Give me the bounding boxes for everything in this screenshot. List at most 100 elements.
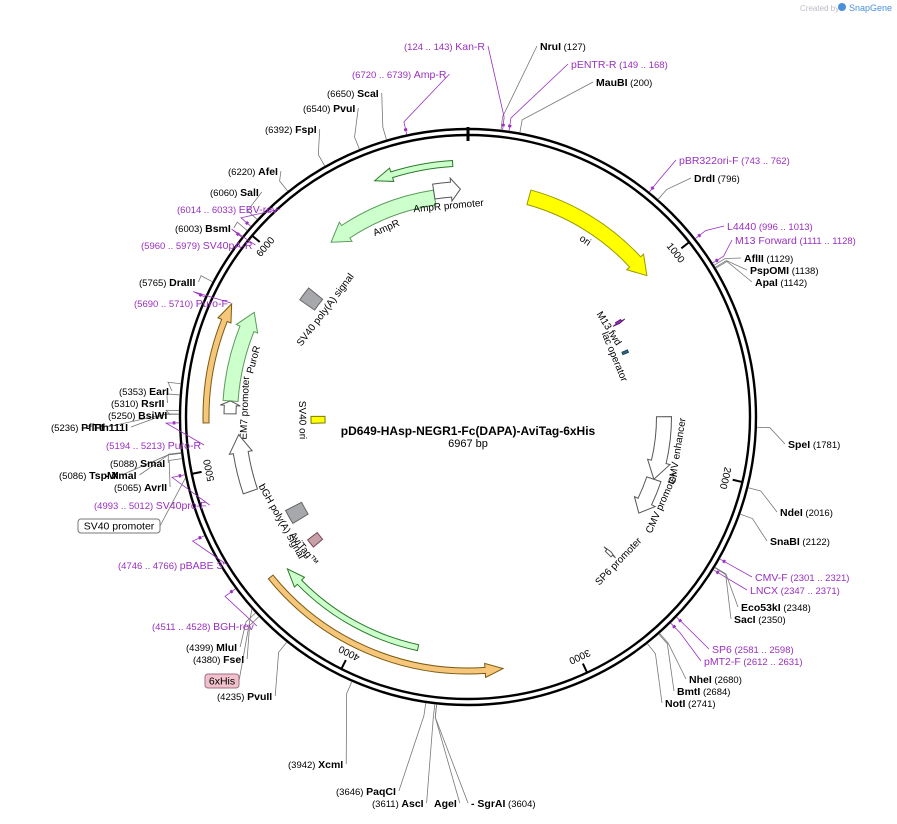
leader-line: [198, 275, 213, 283]
tick-label: 2000: [717, 466, 733, 491]
tspmi-name: (5086) TspMI: [59, 470, 119, 482]
bsiwi-site-label: (5250) BsiWI: [108, 410, 167, 422]
sp6-site-label: SP6 (2581 .. 2598): [712, 644, 794, 656]
leader-line: [756, 426, 786, 445]
saci-position: (2350): [756, 615, 786, 626]
puro-r-position: (5194 .. 5213): [106, 441, 168, 452]
lac-operator-shape: [621, 349, 630, 356]
leader-line: [246, 616, 260, 660]
leader-line: [500, 45, 538, 130]
primer-bind-mark: [715, 570, 720, 575]
bgh-rev-position: (4511 .. 4528): [152, 622, 213, 633]
puro-f-position: (5690 .. 5710): [134, 299, 196, 310]
leader-line: [659, 633, 687, 680]
sv40-poly-a-signal-feature: SV40 poly(A) signal: [295, 272, 357, 349]
bmti-site-label: BmtI (2684): [677, 686, 730, 698]
ampr-feature: AmpR: [330, 189, 437, 243]
bsiwi-name: (5250) BsiWI: [108, 410, 167, 422]
cmv-promoter-feature: CMV promoter: [633, 471, 681, 535]
maubi-position: (200): [628, 78, 653, 89]
leader-line: [657, 177, 692, 200]
primer-bind-mark: [650, 186, 655, 191]
primer-bind-mark: [672, 624, 677, 629]
asci-name: (3611) AscI: [372, 798, 424, 810]
drdi-position: (796): [715, 174, 740, 185]
leader-line: [713, 257, 742, 266]
paqci-position: (3646): [336, 787, 366, 798]
cmv-f-position: (2301 .. 2321): [788, 573, 850, 584]
pbr322ori-f-name: pBR322ori-F (743 .. 762): [679, 155, 790, 167]
xcmi-site-label: (3942) XcmI: [288, 759, 343, 771]
ori-label: ori: [577, 233, 592, 248]
leader-line: [317, 128, 326, 167]
rsrii-site-label: (5310) RsrII: [111, 398, 165, 410]
bmti-name: BmtI (2684): [677, 686, 730, 698]
kan-r-site-label: (124 .. 143) Kan-R: [404, 41, 485, 53]
ndei-site-label: NdeI (2016): [780, 507, 833, 519]
plasmid-backbone: [178, 127, 758, 707]
leader-line: [345, 681, 353, 765]
leader-line: [279, 170, 289, 192]
tick-label: 1000: [664, 241, 687, 266]
label-box: [77, 518, 161, 534]
sv40-ori-shape: [310, 415, 326, 424]
negr1-span-feature: [286, 567, 420, 652]
pbr322ori-f-position: (743 .. 762): [739, 156, 790, 167]
leader-line: [165, 409, 180, 416]
m13-forward-site-label: M13 Forward (1111 .. 1128): [735, 235, 856, 247]
amp-r-site-label: (6720 .. 6739) Amp-R: [352, 69, 447, 81]
puror-shape: [222, 311, 259, 403]
smai-site-label: (5088) SmaI: [110, 458, 165, 470]
primer-bind-mark: [678, 618, 683, 623]
maubi-site-label: MauBI (200): [596, 77, 652, 89]
avitag-shape: [306, 531, 324, 548]
leader-line: [715, 260, 748, 271]
drdi-site-label: DrdI (796): [694, 173, 740, 185]
tspmi-position: (5086): [59, 471, 89, 482]
plasmid-size: 6967 bp: [448, 438, 488, 450]
sv40-poly-a-signal-shape: [299, 287, 324, 311]
xcmi-name: (3942) XcmI: [288, 759, 343, 771]
leader-line: [714, 567, 732, 620]
puro-r-site-label: (5194 .. 5213) Puro-R: [106, 440, 201, 452]
leader-line: [354, 107, 360, 150]
site-labels: NruI (127)MauBI (200)pENTR-R (149 .. 168…: [51, 41, 856, 810]
nrui-site-label: NruI (127): [540, 41, 586, 53]
amp-r-position: (6720 .. 6739): [352, 70, 414, 81]
pvui-name: (6540) PvuI: [303, 103, 355, 115]
ndei-name: NdeI (2016): [780, 507, 833, 519]
avrii-name: (5065) AvrII: [114, 482, 167, 494]
asci-site-label: (3611) AscI: [372, 798, 424, 810]
spei-name: SpeI (1781): [788, 439, 840, 451]
leader-line: [714, 566, 739, 608]
leader-line: [167, 452, 182, 464]
leader-line: [487, 45, 505, 131]
puror-feature: PuroR: [222, 311, 263, 403]
sp6-promoter-shape: [603, 546, 616, 559]
noti-site-label: NotI (2741): [665, 698, 716, 710]
label-leader-lines: [106, 45, 786, 804]
primer-bind-mark: [403, 128, 408, 132]
amp-r-name: (6720 .. 6739) Amp-R: [352, 69, 447, 81]
agei-site-label: AgeI: [434, 798, 457, 810]
ebv-rev-name: (6014 .. 6033) EBV-rev: [177, 204, 278, 216]
bsmi-site-label: (6003) BsmI: [175, 223, 231, 235]
leader-line: [239, 612, 256, 648]
label-box-text: 6xHis: [209, 675, 235, 687]
em7-promoter-feature: EM7 promoter: [220, 375, 252, 440]
paqci-site-label: (3646) PaqCI: [336, 786, 396, 798]
fc-span-feature: [267, 574, 505, 679]
tick-mark: [191, 470, 202, 475]
sali-site-label: (6060) SalI: [210, 187, 259, 199]
puro-f-name: (5690 .. 5710) Puro-F: [134, 298, 228, 310]
watermark-created-by: Created by: [800, 4, 839, 13]
eco53ki-position: (2348): [781, 603, 811, 614]
apai-site-label: ApaI (1142): [755, 277, 807, 289]
kan-r-span-shape: [373, 159, 454, 182]
leader-line: [519, 81, 594, 133]
rsrii-position: (5310): [111, 399, 141, 410]
leader-line: [676, 616, 710, 650]
fspi-site-label: (6392) FspI: [265, 124, 317, 136]
ebv-rev-position: (6014 .. 6033): [177, 205, 239, 216]
